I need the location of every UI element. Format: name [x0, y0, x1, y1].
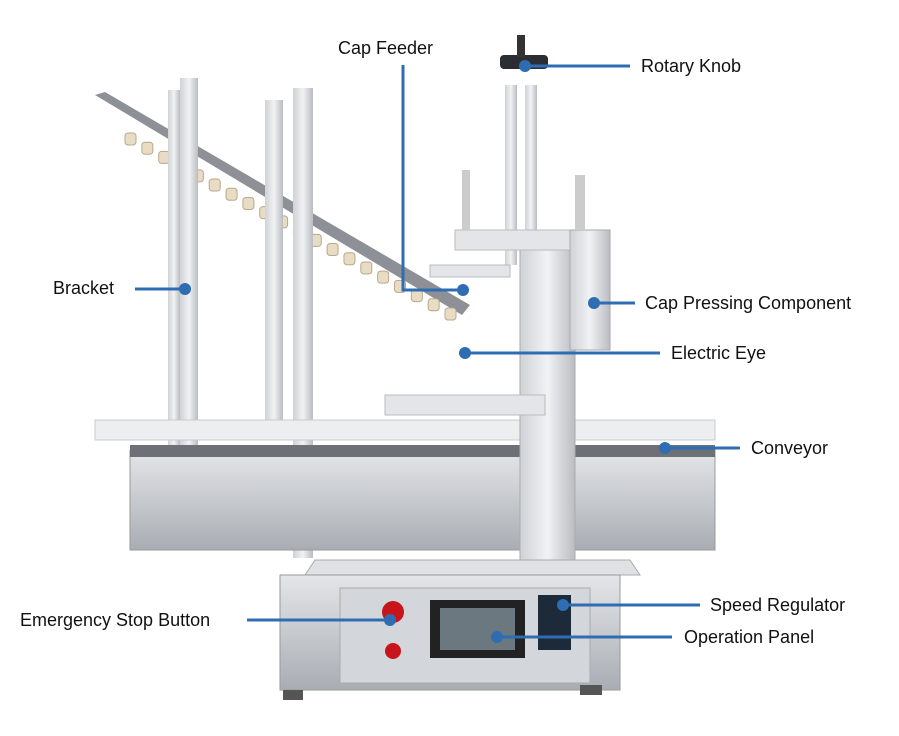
label-rotary-knob: Rotary Knob: [641, 56, 742, 76]
cap: [141, 141, 154, 155]
callout-dot-bracket: [179, 283, 191, 295]
callout-dot-rotary-knob: [519, 60, 531, 72]
cap: [208, 178, 221, 192]
callout-dot-emergency-stop-button: [384, 614, 396, 626]
callout-dot-conveyor: [659, 442, 671, 454]
label-cap-feeder: Cap Feeder: [338, 38, 434, 58]
cap: [427, 298, 440, 312]
cap: [343, 252, 356, 266]
callout-line-cap-feeder: [401, 65, 463, 292]
label-bracket: Bracket: [53, 278, 115, 298]
cap: [225, 187, 238, 201]
cap: [444, 307, 457, 321]
callout-dot-operation-panel: [491, 631, 503, 643]
callout-dot-cap-pressing-component: [588, 297, 600, 309]
capping-column: [384, 35, 611, 561]
callout-dot-cap-feeder: [457, 284, 469, 296]
label-cap-pressing-component: Cap Pressing Component: [645, 293, 852, 313]
label-electric-eye: Electric Eye: [671, 343, 767, 363]
label-operation-panel: Operation Panel: [684, 627, 815, 647]
label-conveyor: Conveyor: [751, 438, 829, 458]
cap: [377, 270, 390, 284]
conveyor-body: [94, 419, 716, 551]
cap: [360, 261, 373, 275]
callout-dot-speed-regulator: [557, 599, 569, 611]
label-speed-regulator: Speed Regulator: [710, 595, 846, 615]
cap: [242, 196, 255, 210]
label-emergency-stop-button: Emergency Stop Button: [20, 610, 211, 630]
callout-dot-electric-eye: [459, 347, 471, 359]
cap: [124, 132, 137, 146]
base-cabinet: [279, 559, 641, 700]
cap: [326, 243, 339, 257]
